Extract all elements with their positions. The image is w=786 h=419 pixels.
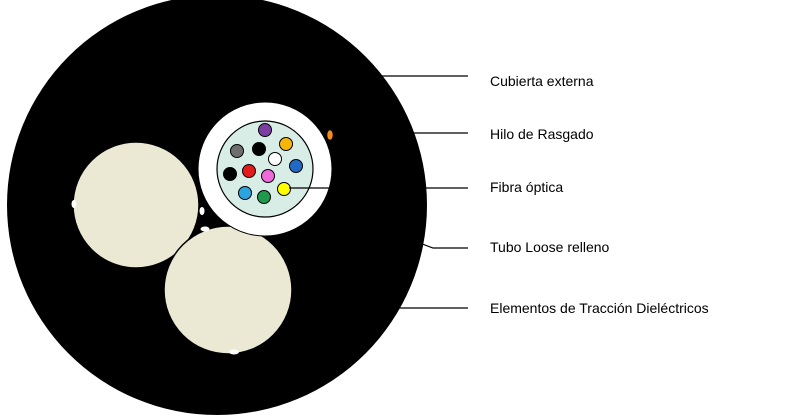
label-outer-sheath: Cubierta externa [490, 73, 594, 89]
fiber-black-left [223, 167, 237, 181]
label-loose-tube: Tubo Loose relleno [490, 239, 610, 255]
fiber-light-blue [238, 186, 252, 200]
gap-oval [229, 349, 239, 355]
label-ripcord: Hilo de Rasgado [490, 126, 594, 142]
strength-member-bottom [163, 225, 293, 355]
fiber-purple [258, 123, 272, 137]
fiber-gray [230, 144, 244, 158]
ripcord [326, 129, 334, 141]
fiber-yellow [277, 182, 291, 196]
fiber-red [242, 164, 256, 178]
leader-lines [289, 75, 468, 309]
gap-oval [199, 207, 205, 215]
gap-oval [200, 226, 210, 232]
fiber-green [257, 190, 271, 204]
leader-line-loose-tube [326, 207, 468, 249]
fiber-white [268, 152, 282, 166]
optical-fibers [223, 123, 303, 204]
fiber-blue [289, 159, 303, 173]
label-strength-members: Elementos de Tracción Dieléctricos [490, 300, 709, 316]
fiber-orange [279, 137, 293, 151]
gap-oval [71, 200, 77, 208]
fiber-black-top [252, 142, 266, 156]
fiber-pink [261, 169, 275, 183]
label-optical-fiber: Fibra óptica [490, 179, 563, 195]
